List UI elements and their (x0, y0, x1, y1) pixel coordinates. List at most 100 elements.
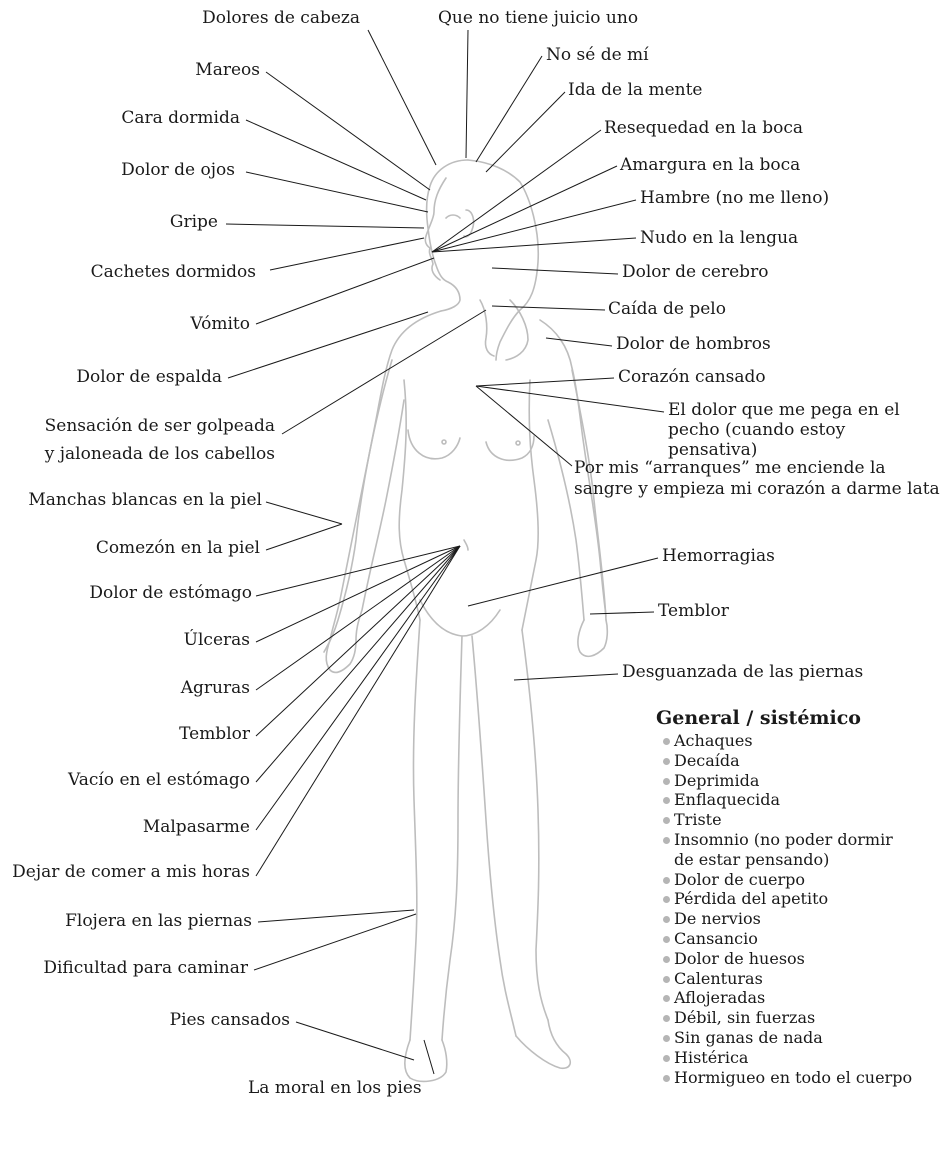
label-dolor-hombros: Dolor de hombros (616, 334, 771, 354)
leader-line-caida-pelo (492, 306, 605, 310)
general-item: Dolor de huesos (662, 949, 947, 969)
waist-right (522, 380, 538, 630)
general-item: Dolor de cuerpo (662, 870, 947, 890)
nipple-left (442, 440, 446, 444)
label-cara-dormida: Cara dormida (90, 108, 240, 128)
leader-line-nudo-lengua (432, 238, 636, 252)
breast-left (408, 430, 460, 459)
leader-line-dolor-espalda (228, 312, 428, 378)
leader-line-temblor (256, 546, 460, 736)
leader-line-amargura-boca (432, 166, 617, 252)
leader-line-dolor-hombros (546, 338, 612, 346)
leader-line-hambre (432, 200, 636, 252)
leader-line-dolores-cabeza (368, 30, 436, 165)
label-dolor-pecho: El dolor que me pega en el pecho (cuando… (668, 400, 934, 460)
leader-line-vacio-estomago (256, 546, 460, 782)
label-flojera-piernas: Flojera en las piernas (30, 911, 252, 931)
leader-line-cachetes-dormidos (270, 238, 424, 270)
label-vomito: Vómito (150, 314, 250, 334)
leader-line-moral-pies (424, 1040, 434, 1074)
leader-line-dificultad-caminar (254, 914, 416, 970)
label-resequedad-boca: Resequedad en la boca (604, 118, 803, 138)
general-item: Aflojeradas (662, 988, 947, 1008)
general-item: Hormigueo en todo el cuerpo (662, 1068, 947, 1088)
label-pies-cansados: Pies cansados (130, 1010, 290, 1030)
label-gripe: Gripe (120, 212, 218, 232)
leader-line-gripe (226, 224, 424, 228)
leader-line-arranques (476, 386, 572, 466)
general-item-continuation: de estar pensando) (662, 850, 947, 870)
leader-line-que-no-tiene-juicio (466, 30, 468, 158)
general-item: Enflaquecida (662, 790, 947, 810)
label-cachetes-dormidos: Cachetes dormidos (70, 262, 256, 282)
general-items: Achaques Decaída Deprimida Enflaquecida … (662, 731, 947, 1087)
general-item: Cansancio (662, 929, 947, 949)
leader-line-manchas-blancas (266, 502, 342, 524)
general-item: Deprimida (662, 771, 947, 791)
label-dolor-ojos: Dolor de ojos (90, 160, 235, 180)
left-leg-inner (442, 636, 462, 1040)
right-leg-inner (472, 636, 516, 1036)
label-temblor: Temblor (150, 724, 250, 744)
label-mareos: Mareos (150, 60, 260, 80)
label-no-se-de-mi: No sé de mí (546, 45, 649, 65)
general-item: Triste (662, 810, 947, 830)
general-item: Pérdida del apetito (662, 889, 947, 909)
leader-line-resequedad-boca (432, 130, 601, 252)
right-leg-outer (522, 630, 548, 1020)
leader-line-dejar-comer (256, 546, 460, 876)
waist-left (399, 380, 420, 620)
label-golpeada: Sensación de ser golpeada y jaloneada de… (30, 412, 275, 468)
nipple-right (516, 441, 520, 445)
leader-line-dolor-cerebro (492, 268, 618, 274)
general-item: De nervios (662, 909, 947, 929)
general-item: Histérica (662, 1048, 947, 1068)
label-caida-pelo: Caída de pelo (608, 299, 726, 319)
label-comezon: Comezón en la piel (60, 538, 260, 558)
label-manchas-blancas: Manchas blancas en la piel (0, 490, 262, 510)
leader-line-golpeada (282, 310, 486, 434)
label-dolor-estomago: Dolor de estómago (70, 583, 252, 603)
left-leg-outer (410, 620, 420, 1040)
leader-line-agruras (256, 546, 460, 690)
eye (446, 215, 460, 218)
label-amargura-boca: Amargura en la boca (620, 155, 800, 175)
label-nudo-lengua: Nudo en la lengua (640, 228, 798, 248)
right-foot (516, 1020, 570, 1068)
right-hand (578, 620, 607, 656)
general-item: Insomnio (no poder dormir (662, 830, 947, 850)
label-ida-mente: Ida de la mente (568, 80, 702, 100)
hair-back (468, 160, 538, 360)
general-item: Achaques (662, 731, 947, 751)
label-dificultad-caminar: Dificultad para caminar (20, 958, 248, 978)
breast-right (486, 436, 534, 460)
leader-line-dolor-ojos (246, 172, 428, 212)
hair-strand-2 (506, 300, 528, 360)
general-item: Decaída (662, 751, 947, 771)
label-temblor-mano: Temblor (658, 601, 729, 621)
leader-line-mareos (266, 72, 430, 190)
label-hemorragias: Hemorragias (662, 546, 775, 566)
general-item: Débil, sin fuerzas (662, 1008, 947, 1028)
leader-line-dolor-pecho (476, 386, 664, 412)
leader-line-ida-mente (486, 92, 565, 172)
label-vacio-estomago: Vacío en el estómago (30, 770, 250, 790)
hair-strand (480, 300, 494, 356)
navel (464, 540, 468, 550)
hair-outline (427, 160, 468, 311)
leader-line-comezon (266, 524, 342, 550)
leader-line-temblor-mano (590, 612, 654, 614)
leader-line-no-se-de-mi (476, 56, 542, 162)
label-dolor-espalda: Dolor de espalda (40, 367, 222, 387)
general-systemic-list: General / sistémico Achaques Decaída Dep… (662, 707, 947, 1087)
label-hambre: Hambre (no me lleno) (640, 188, 829, 208)
label-dolores-cabeza: Dolores de cabeza (190, 8, 360, 28)
left-arm-inner (356, 400, 404, 640)
label-agruras: Agruras (150, 678, 250, 698)
leader-line-hemorragias (468, 558, 658, 606)
leader-line-cara-dormida (246, 120, 426, 200)
label-desguanzada: Desguanzada de las piernas (622, 662, 863, 682)
leader-line-desguanzada (514, 674, 618, 680)
general-title: General / sistémico (656, 707, 947, 729)
